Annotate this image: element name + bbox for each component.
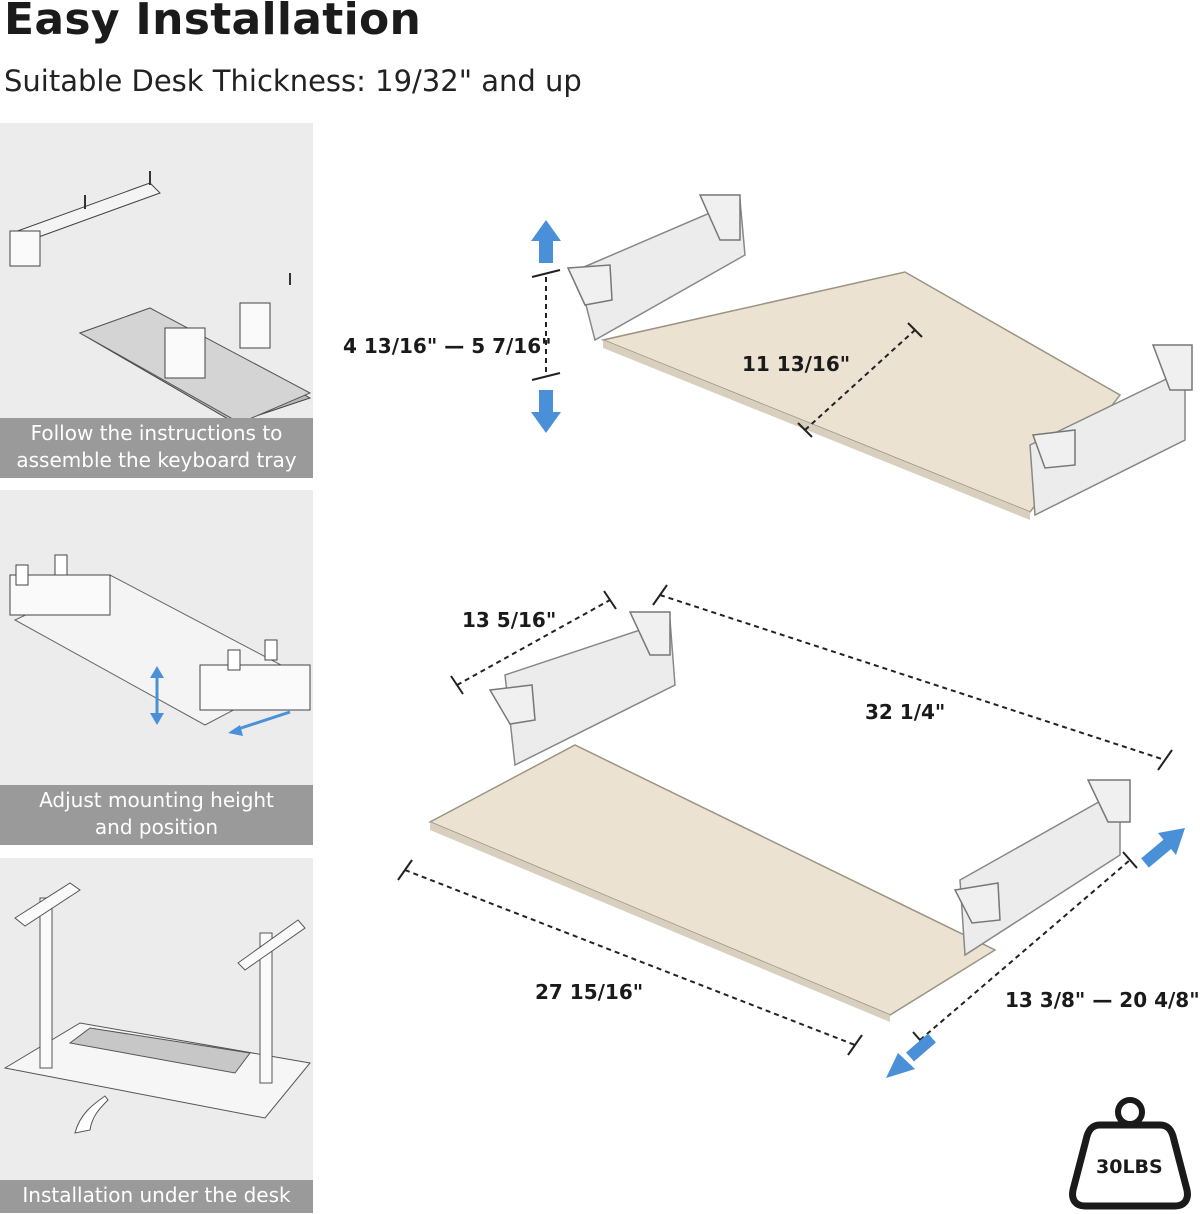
step-assemble-panel: Follow the instructions to assemble the …: [0, 123, 313, 478]
install-under-desk-illustration: [3, 882, 311, 1134]
step-adjust-panel: Adjust mounting height and position: [0, 490, 313, 845]
page-title: Easy Installation: [4, 0, 422, 45]
step-adjust-caption: Adjust mounting height and position: [0, 785, 313, 845]
position-arrow-icon: [228, 710, 291, 736]
step-install-panel: Installation under the desk: [0, 858, 313, 1213]
hand-pointer-icon: [74, 1095, 109, 1134]
height-arrow-icon: [150, 666, 164, 725]
weight-icon: [1069, 1097, 1191, 1210]
assemble-tray-illustration: [9, 171, 312, 423]
height-range-label: 4 13/16" — 5 7/16": [343, 334, 552, 358]
step-install-caption: Installation under the desk: [0, 1180, 313, 1213]
adjust-mount-illustration: [9, 554, 311, 736]
arrow-down-icon: [531, 390, 561, 433]
extension-range-label: 13 3/8" — 20 4/8": [1005, 988, 1200, 1012]
step-assemble-caption-line2: assemble the keyboard tray: [16, 448, 297, 472]
step-adjust-caption-line2: and position: [94, 815, 219, 839]
weight-capacity-label: 30LBS: [1096, 1156, 1163, 1178]
step-assemble-caption-line1: Follow the instructions to: [30, 421, 283, 445]
keyboard-tray-diagram: [397, 194, 1193, 1210]
step-assemble-caption: Follow the instructions to assemble the …: [0, 418, 313, 478]
overall-width-label: 32 1/4": [865, 700, 946, 724]
step-install-caption-line1: Installation under the desk: [22, 1183, 291, 1207]
tray-width-label: 27 15/16": [535, 980, 644, 1004]
bracket-depth-label: 13 5/16": [462, 608, 557, 632]
arrow-diagonal-down-icon: [886, 1033, 936, 1078]
lower-tray: [428, 611, 1131, 1022]
tray-depth-label: 11 13/16": [742, 352, 851, 376]
arrow-diagonal-up-icon: [1141, 828, 1185, 868]
page-subtitle: Suitable Desk Thickness: 19/32" and up: [4, 64, 582, 98]
upper-tray: [566, 194, 1193, 520]
arrow-up-icon: [531, 220, 561, 263]
step-adjust-caption-line1: Adjust mounting height: [39, 788, 274, 812]
